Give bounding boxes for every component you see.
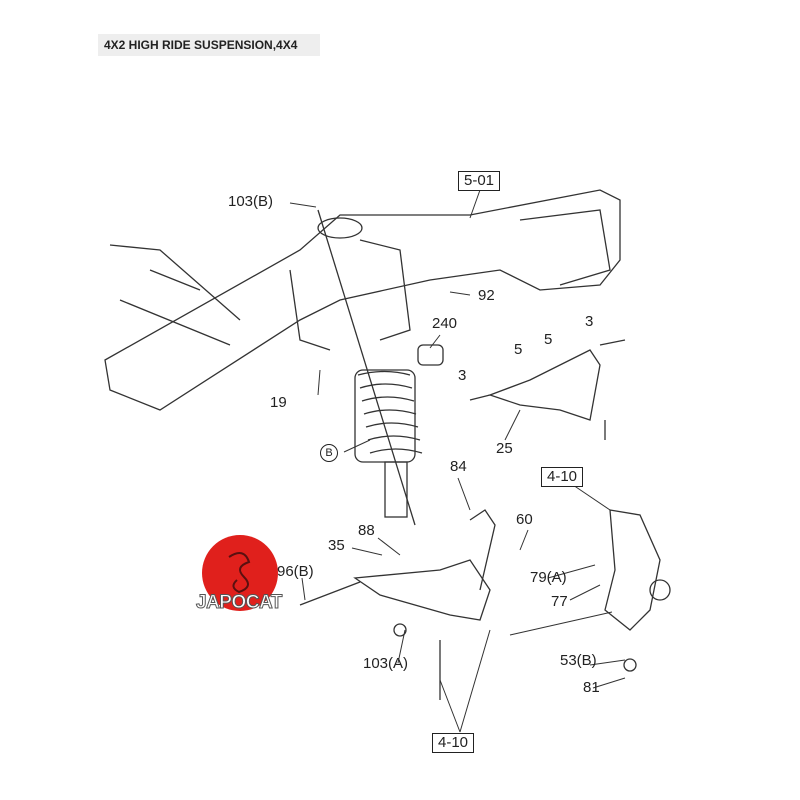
- nut-53b: [623, 658, 637, 672]
- callout-79a: 79(A): [530, 569, 567, 586]
- ref-box-knuckle-top[interactable]: 4-10: [541, 467, 584, 487]
- upper-arm-bolts: [469, 339, 626, 440]
- callout-88: 88: [358, 522, 375, 539]
- frame-crossmember: [109, 244, 241, 346]
- callout-25: 25: [496, 440, 513, 457]
- callout-103b: 103(B): [228, 193, 274, 210]
- frame-bracket-right: [519, 209, 611, 286]
- strut-tower-top: [317, 217, 363, 239]
- callout-81: 81: [583, 679, 600, 696]
- callout-3a: 3: [585, 313, 594, 330]
- callout-240: 240: [432, 315, 458, 332]
- diagram-title: 4X2 HIGH RIDE SUSPENSION,4X4: [98, 34, 320, 56]
- callout-77: 77: [551, 593, 568, 610]
- nut-103a: [393, 623, 407, 637]
- callout-5b: 5: [544, 331, 553, 348]
- frame-bracket: [289, 239, 411, 351]
- callout-19: 19: [270, 394, 287, 411]
- knuckle-spindle: [649, 579, 671, 601]
- bolt-96b: [299, 581, 361, 606]
- callout-92: 92: [478, 287, 495, 304]
- callout-b: B: [320, 444, 338, 462]
- bracket-84: [469, 509, 496, 591]
- callout-60: 60: [516, 511, 533, 528]
- frame-rail: [104, 189, 621, 411]
- coil-spring: [354, 369, 423, 518]
- callout-3b: 3: [458, 367, 467, 384]
- callout-5a: 5: [514, 341, 523, 358]
- callout-84: 84: [450, 458, 467, 475]
- callout-35: 35: [328, 537, 345, 554]
- callout-103a: 103(A): [363, 655, 409, 672]
- upper-control-arm: [488, 349, 601, 421]
- logo-text: JAPOCAT: [196, 592, 283, 614]
- leader-lines: [289, 189, 626, 733]
- lower-control-arm: [353, 559, 491, 621]
- callout-96b: 96(B): [277, 563, 314, 580]
- steering-knuckle: [604, 509, 661, 631]
- japocat-logo: [199, 532, 281, 614]
- bushing-240: [417, 344, 444, 366]
- callout-53b: 53(B): [560, 652, 597, 669]
- ref-box-knuckle-bottom[interactable]: 4-10: [432, 733, 475, 753]
- logo-graphic: [202, 535, 278, 611]
- ref-box-frame[interactable]: 5-01: [458, 171, 501, 191]
- strut-axis: [317, 209, 416, 526]
